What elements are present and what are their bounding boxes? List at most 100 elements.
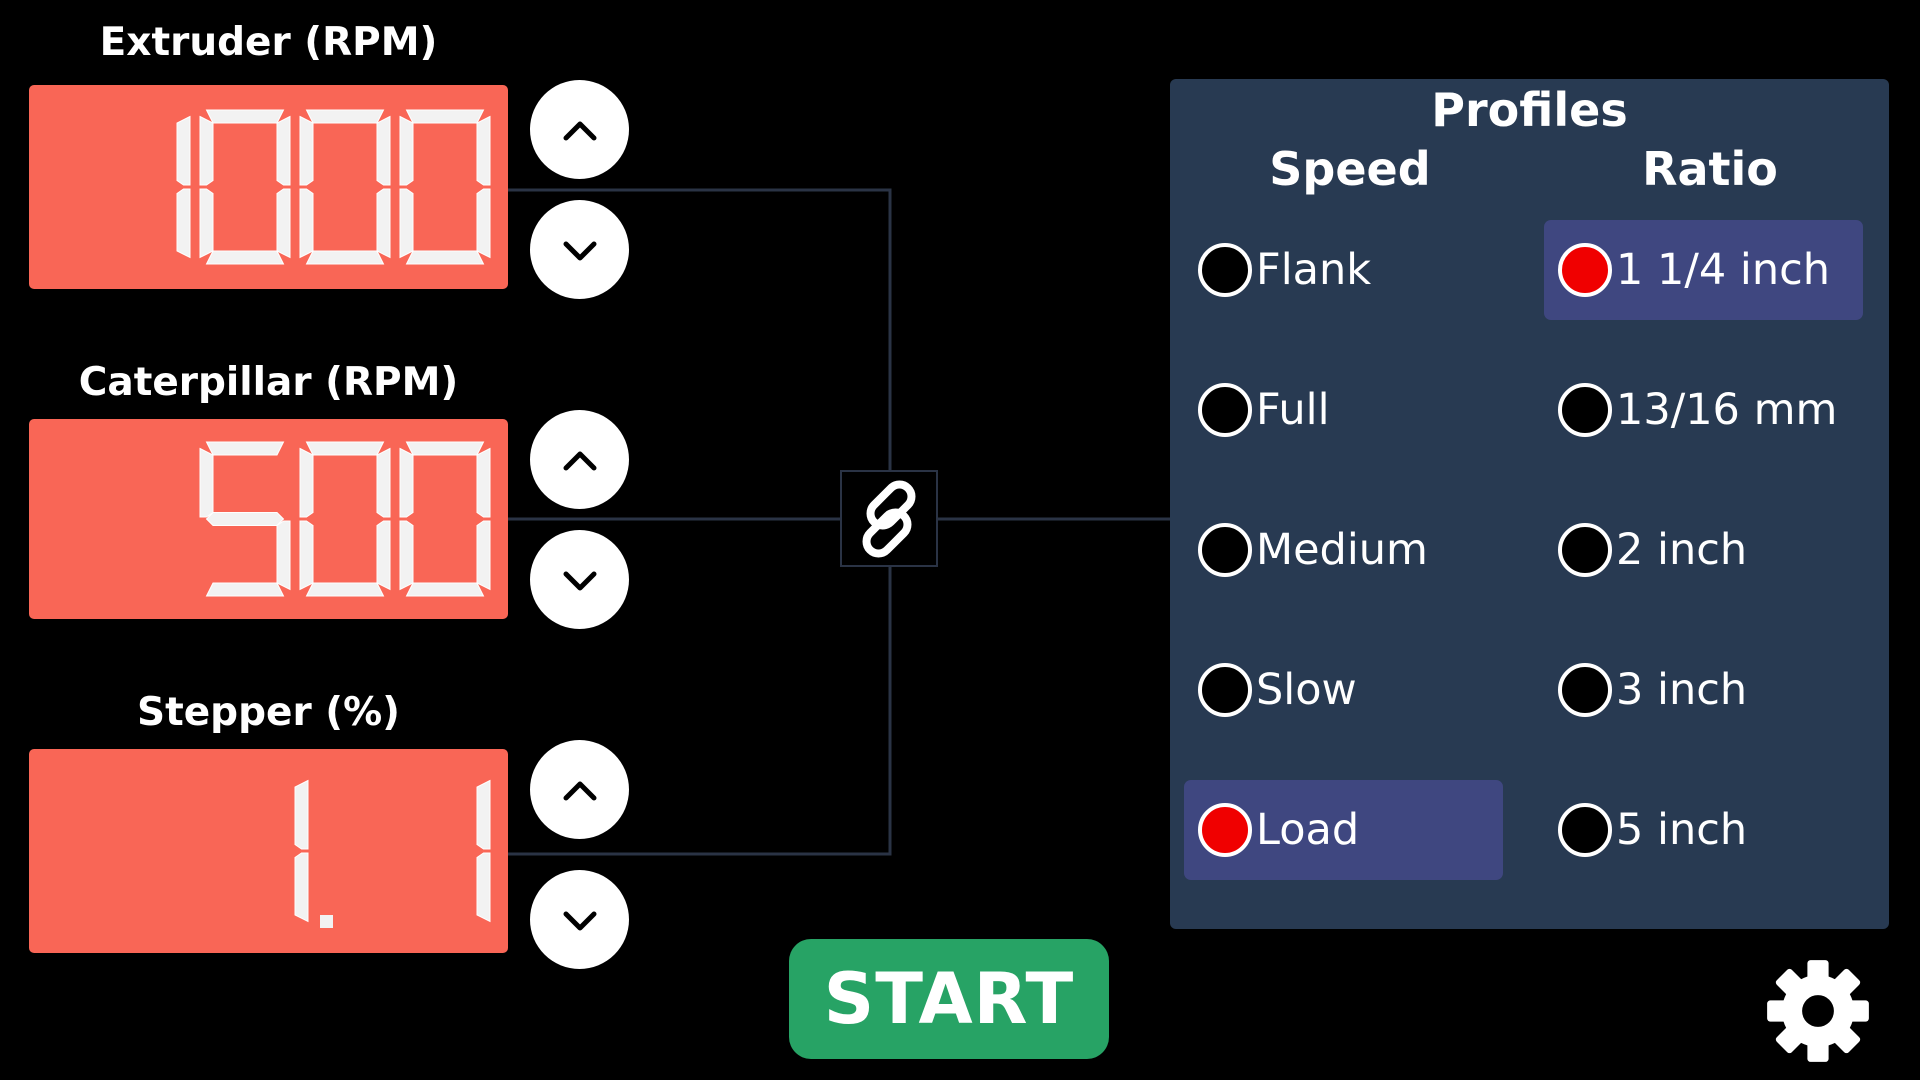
caterpillar-decrease-button[interactable] (530, 530, 629, 629)
chevron-up-icon (563, 121, 596, 140)
radio-indicator (1198, 383, 1252, 437)
segment-g (205, 512, 285, 526)
radio-indicator (1198, 663, 1252, 717)
option-label: 13/16 mm (1616, 385, 1838, 435)
segment-a (205, 441, 285, 456)
segment-a (405, 441, 485, 456)
option-label: Flank (1256, 245, 1372, 295)
segment-e (399, 520, 414, 591)
stepper-increase-button[interactable] (530, 740, 629, 839)
segment-a (205, 109, 285, 124)
segment-a (405, 109, 485, 124)
ratio-option-1-1-4-inch[interactable]: 1 1/4 inch (1544, 220, 1863, 320)
link-icon (862, 480, 916, 557)
ratio-option-13-16-mm[interactable]: 13/16 mm (1544, 360, 1863, 460)
digit-5 (199, 441, 291, 597)
segment-c (476, 852, 491, 923)
radio-indicator (1558, 523, 1612, 577)
chevron-up-icon (563, 451, 596, 470)
speed-option-load[interactable]: Load (1184, 780, 1503, 880)
digit-1 (176, 115, 191, 259)
ratio-heading: Ratio (1642, 142, 1778, 196)
radio-indicator (1558, 383, 1612, 437)
option-label: Medium (1256, 525, 1428, 575)
extruder-increase-button[interactable] (530, 80, 629, 179)
radio-indicator (1198, 803, 1252, 857)
segment-b (276, 115, 291, 186)
segment-b (376, 447, 391, 518)
radio-indicator (1198, 523, 1252, 577)
segment-f (399, 115, 414, 186)
option-label: 2 inch (1616, 525, 1748, 575)
segment-d (305, 250, 385, 265)
caterpillar-value-digits (199, 441, 491, 597)
radio-indicator (1558, 663, 1612, 717)
option-label: Load (1256, 805, 1360, 855)
profiles-title: Profiles (1431, 83, 1628, 137)
link-toggle-button[interactable] (840, 470, 938, 567)
segment-c (276, 520, 291, 591)
radio-indicator (1198, 243, 1252, 297)
segment-c (376, 188, 391, 259)
digit-1 (476, 779, 491, 923)
segment-d (405, 582, 485, 597)
segment-c (176, 188, 191, 259)
ratio-option-5-inch[interactable]: 5 inch (1544, 780, 1863, 880)
extruder-value-digits (176, 109, 491, 265)
option-label: 3 inch (1616, 665, 1748, 715)
segment-c (376, 520, 391, 591)
segment-f (199, 115, 214, 186)
segment-e (199, 188, 214, 259)
option-label: Full (1256, 385, 1330, 435)
option-label: 1 1/4 inch (1616, 245, 1830, 295)
stepper-value-digits (294, 779, 491, 928)
extruder-label: Extruder (RPM) (99, 20, 438, 65)
gear-icon (1767, 960, 1869, 1062)
speed-option-full[interactable]: Full (1184, 360, 1503, 460)
stepper-label: Stepper (%) (136, 690, 400, 735)
digit-0 (399, 109, 491, 265)
segment-b (476, 447, 491, 518)
stepper-decrease-button[interactable] (530, 870, 629, 969)
option-label: 5 inch (1616, 805, 1748, 855)
extruder-display (29, 85, 508, 289)
segment-d (205, 582, 285, 597)
start-button[interactable]: START (789, 939, 1109, 1059)
segment-d (205, 250, 285, 265)
segment-e (299, 188, 314, 259)
chevron-down-icon (563, 911, 596, 930)
segment-c (476, 520, 491, 591)
segment-d (305, 582, 385, 597)
ratio-option-3-inch[interactable]: 3 inch (1544, 640, 1863, 740)
stepper-display (29, 749, 508, 953)
radio-indicator (1558, 803, 1612, 857)
speed-option-flank[interactable]: Flank (1184, 220, 1503, 320)
segment-b (176, 115, 191, 186)
extruder-decrease-button[interactable] (530, 200, 629, 299)
segment-f (199, 447, 214, 518)
speed-heading: Speed (1269, 142, 1431, 196)
segment-b (476, 779, 491, 850)
digit-0 (399, 441, 491, 597)
option-label: Slow (1256, 665, 1357, 715)
segment-c (276, 188, 291, 259)
segment-b (294, 779, 309, 850)
digit-0 (199, 109, 291, 265)
segment-d (405, 250, 485, 265)
profiles-panel: Profiles Speed Ratio Flank Full Medium S… (1170, 79, 1889, 929)
segment-b (376, 115, 391, 186)
caterpillar-increase-button[interactable] (530, 410, 629, 509)
caterpillar-display (29, 419, 508, 619)
segment-c (476, 188, 491, 259)
segment-a (305, 441, 385, 456)
segment-f (299, 115, 314, 186)
segment-e (399, 188, 414, 259)
speed-option-slow[interactable]: Slow (1184, 640, 1503, 740)
settings-button[interactable] (1765, 958, 1871, 1064)
ratio-option-2-inch[interactable]: 2 inch (1544, 500, 1863, 600)
radio-indicator (1558, 243, 1612, 297)
digit-1 (294, 779, 309, 923)
chevron-down-icon (563, 241, 596, 260)
speed-option-medium[interactable]: Medium (1184, 500, 1503, 600)
